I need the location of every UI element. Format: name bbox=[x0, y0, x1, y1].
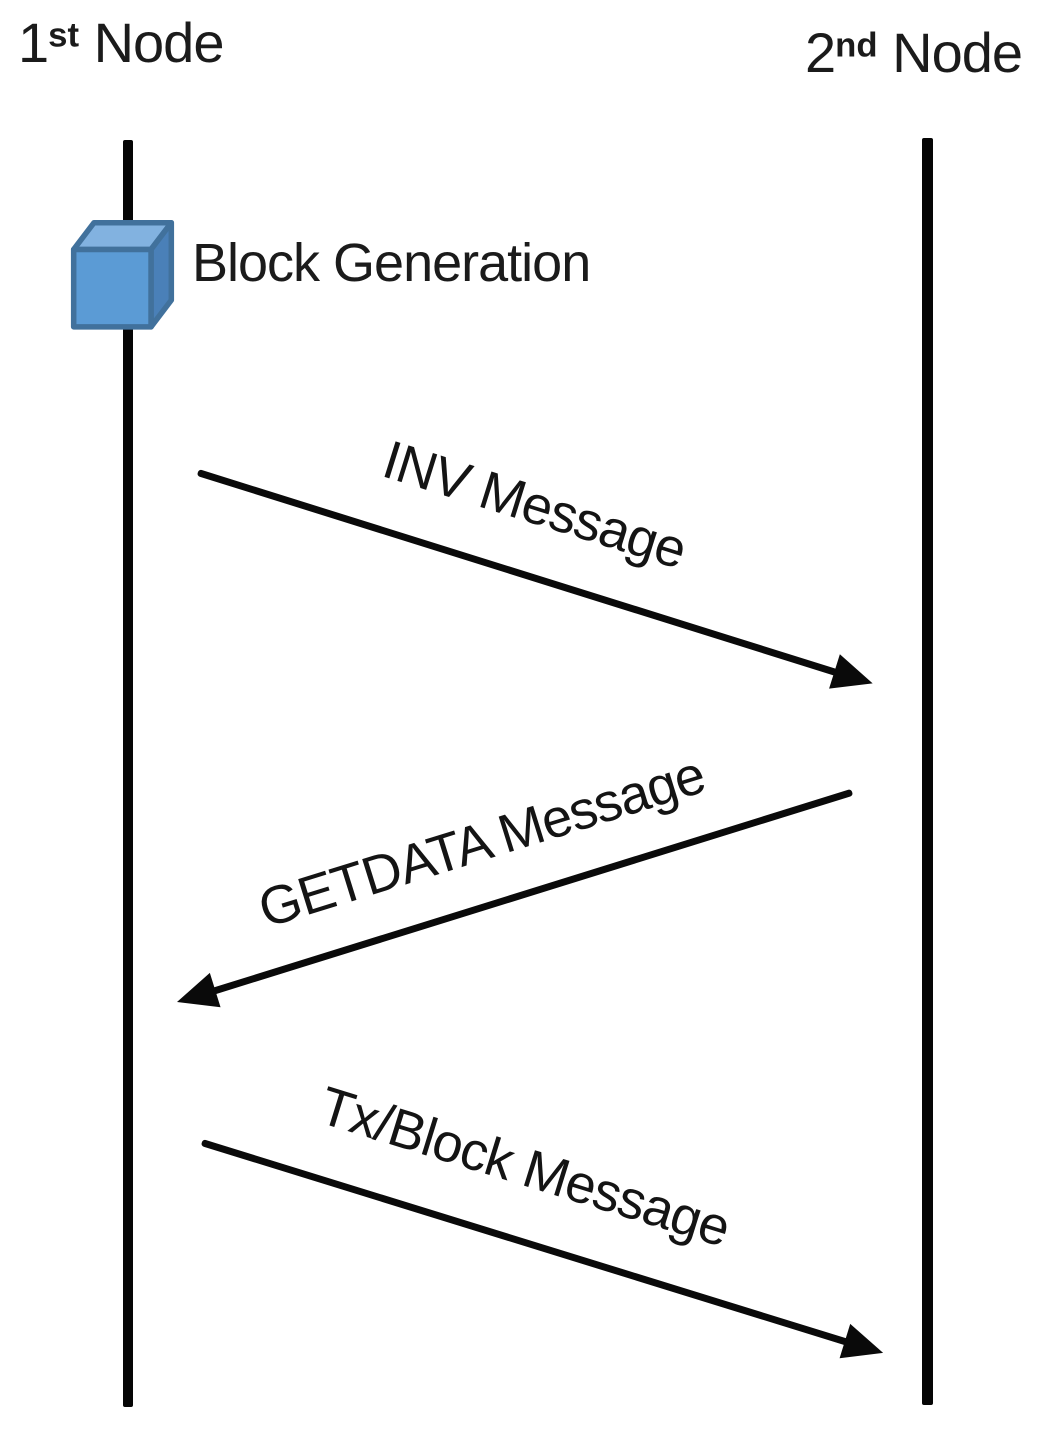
node1-title: 1st Node bbox=[18, 10, 225, 75]
node2-number: 2 bbox=[805, 21, 836, 84]
inv-arrowhead-icon bbox=[829, 654, 879, 701]
node1-ordinal: st bbox=[48, 16, 80, 55]
block-generation-label: Block Generation bbox=[192, 233, 591, 293]
block-cube-icon bbox=[70, 219, 175, 330]
node1-lifeline bbox=[123, 140, 133, 1407]
cube-front-face bbox=[70, 246, 154, 330]
node2-ordinal: nd bbox=[835, 26, 878, 65]
txblock-arrowhead-icon bbox=[839, 1323, 889, 1371]
node2-title: 2nd Node bbox=[805, 20, 1023, 85]
node1-word: Node bbox=[79, 11, 225, 74]
getdata-arrowhead-icon bbox=[171, 972, 221, 1020]
node1-number: 1 bbox=[18, 11, 49, 74]
node2-lifeline bbox=[922, 138, 933, 1405]
node2-word: Node bbox=[877, 21, 1023, 84]
